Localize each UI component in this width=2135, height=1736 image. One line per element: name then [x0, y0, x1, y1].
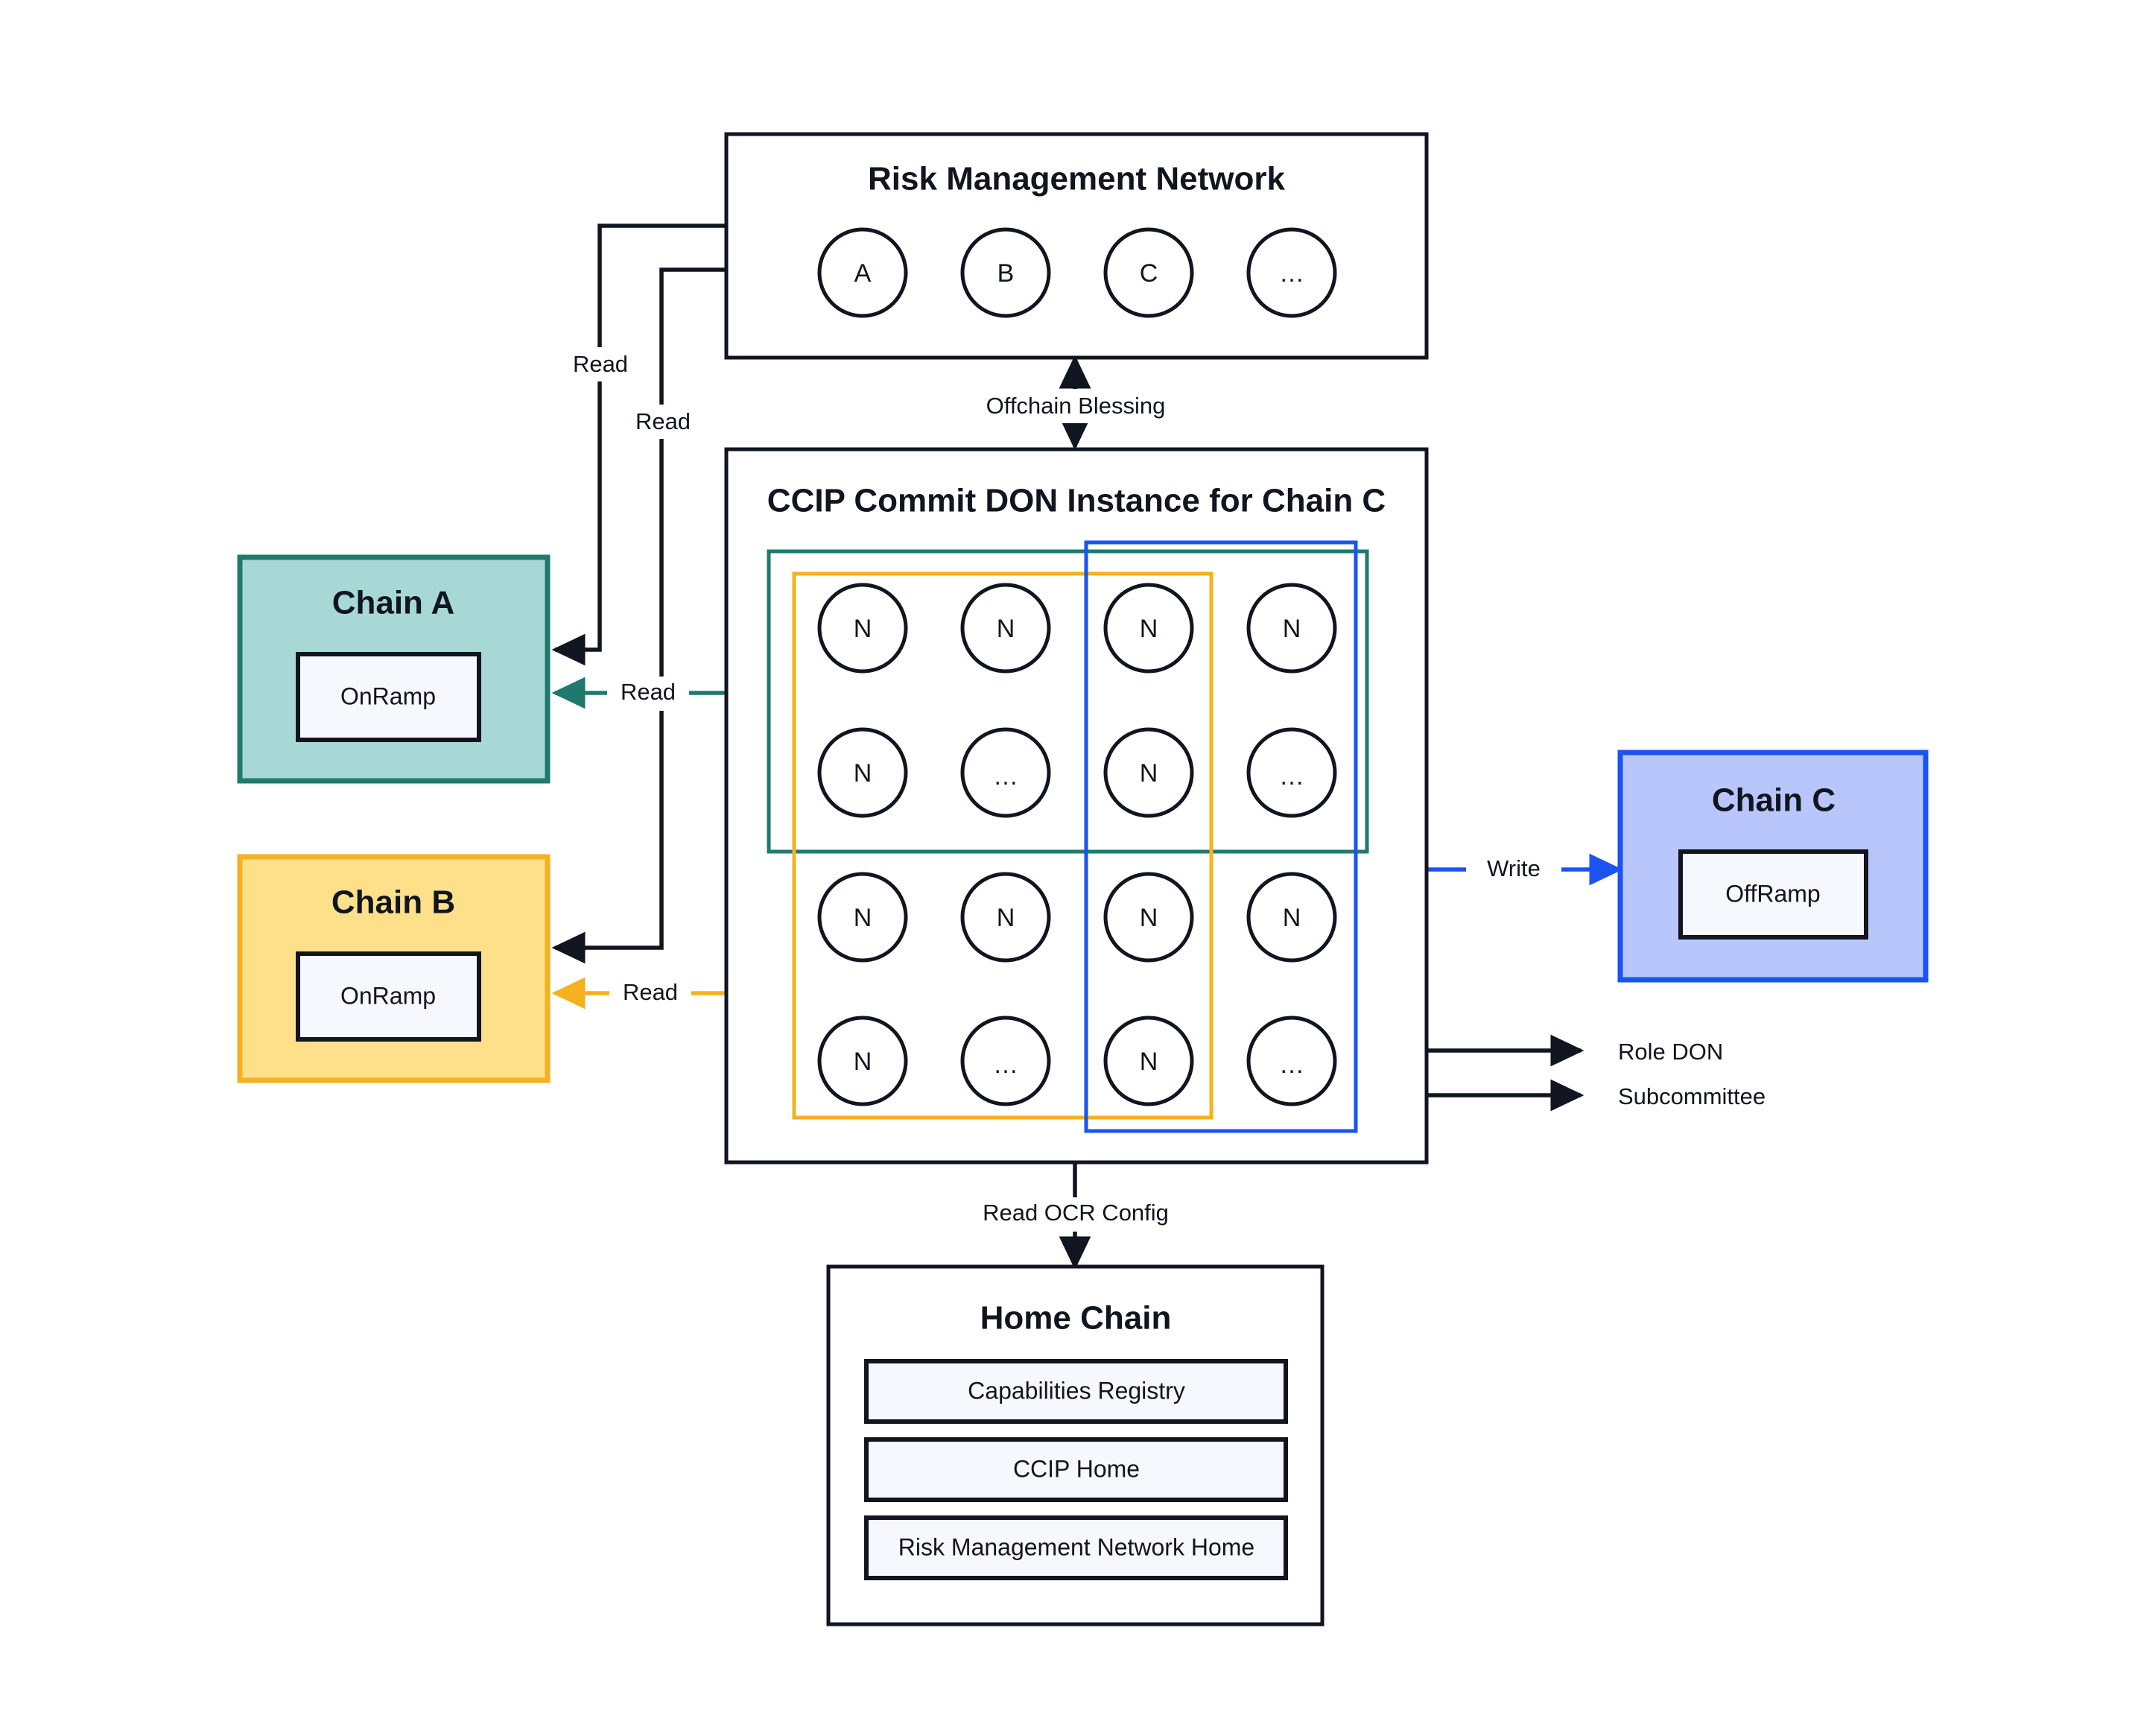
edge-label-rmn-read-a: Read — [573, 351, 628, 377]
don-node: … — [960, 1016, 1051, 1106]
don-node-label: … — [1279, 762, 1304, 791]
don-node-label: N — [1140, 615, 1158, 643]
home-chain-box[interactable]: Home Chain Capabilities Registry CCIP Ho… — [826, 1264, 1325, 1626]
group-rect-orange — [792, 571, 1214, 1120]
edge-label-don-read-b: Read — [623, 979, 678, 1005]
rmn-node-label: A — [854, 259, 872, 288]
don-node: N — [1103, 727, 1194, 818]
group-rect-blue — [1084, 540, 1358, 1133]
home-chain-contract-rmn-home[interactable]: Risk Management Network Home — [864, 1515, 1288, 1580]
don-node: N — [817, 872, 908, 963]
home-chain-contract-label: CCIP Home — [1013, 1455, 1140, 1482]
edge-label-subcommittee: Subcommittee — [1618, 1083, 1766, 1109]
don-node: N — [1103, 872, 1194, 963]
don-node-label: N — [1140, 904, 1158, 932]
don-node: N — [960, 872, 1051, 963]
chain-a-onramp-label: OnRamp — [340, 682, 436, 709]
don-node: N — [1246, 583, 1337, 674]
don-node-grid: N N N N N — [817, 583, 1337, 1106]
edge-rmn-to-chain-b: Read — [551, 267, 726, 964]
don-node-label: … — [993, 762, 1018, 791]
edge-label-don-write-c: Write — [1487, 855, 1541, 881]
don-node: N — [817, 583, 908, 674]
rmn-node-label: C — [1140, 259, 1158, 288]
don-node-label: N — [997, 615, 1015, 643]
don-node-label: … — [1279, 1051, 1304, 1079]
chain-a-onramp-box[interactable] — [296, 652, 481, 742]
home-chain-contract-capabilities-registry[interactable]: Capabilities Registry — [864, 1359, 1288, 1424]
risk-management-network-title: Risk Management Network — [868, 161, 1285, 197]
edge-label-rmn-read-b: Read — [635, 408, 691, 434]
chain-c-box[interactable]: Chain C OffRamp — [1617, 750, 1929, 983]
rmn-node-label: B — [997, 259, 1015, 288]
chain-b-onramp-label: OnRamp — [340, 982, 436, 1009]
home-chain-title: Home Chain — [980, 1300, 1172, 1337]
don-node-label: N — [854, 904, 872, 932]
don-node-label: N — [1283, 615, 1301, 643]
chain-b-onramp-box[interactable] — [296, 951, 481, 1042]
home-chain-contract-ccip-home[interactable]: CCIP Home — [864, 1437, 1288, 1502]
don-node: N — [1246, 872, 1337, 963]
don-node: N — [817, 1016, 908, 1106]
don-node-label: N — [1140, 759, 1158, 788]
rmn-node-a: A — [817, 227, 908, 318]
don-node: … — [1246, 727, 1337, 818]
edge-label-don-read-a: Read — [621, 679, 676, 705]
edge-label-offchain-blessing: Offchain Blessing — [986, 393, 1166, 419]
risk-management-network-box[interactable]: Risk Management Network A B C … — [724, 132, 1429, 360]
don-node-label: N — [854, 1048, 872, 1076]
edge-rmn-to-chain-a: Read — [551, 224, 726, 666]
edge-label-backing — [972, 389, 1179, 423]
chain-b-title: Chain B — [331, 884, 455, 921]
edge-label-backing — [623, 405, 705, 439]
group-rect-teal — [767, 549, 1369, 854]
rmn-node-b: B — [960, 227, 1051, 318]
don-node-label: N — [997, 904, 1015, 932]
don-node-label: … — [993, 1051, 1018, 1079]
don-node: N — [1103, 1016, 1194, 1106]
rmn-node-label: … — [1279, 259, 1304, 288]
rmn-node-c: C — [1103, 227, 1194, 318]
chain-b-box[interactable]: Chain B OnRamp — [237, 854, 551, 1083]
edge-label-backing — [607, 677, 689, 711]
edge-label-read-ocr-config: Read OCR Config — [983, 1200, 1169, 1226]
edge-read-ocr-config: Read OCR Config — [976, 1162, 1176, 1270]
chain-a-box[interactable]: Chain A OnRamp — [237, 554, 551, 784]
commit-don-box[interactable]: CCIP Commit DON Instance for Chain C N N — [724, 447, 1429, 1165]
chain-a-title: Chain A — [332, 585, 455, 621]
don-node: N — [817, 727, 908, 818]
home-chain-contract-label: Risk Management Network Home — [898, 1533, 1254, 1560]
edge-label-role-don: Role DON — [1618, 1039, 1723, 1065]
don-node: … — [960, 727, 1051, 818]
don-node: N — [1103, 583, 1194, 674]
edge-don-read-chain-a: Read — [551, 677, 769, 711]
don-node-label: N — [1283, 904, 1301, 932]
edge-label-backing — [609, 977, 691, 1011]
rmn-node-ellipsis: … — [1246, 227, 1337, 318]
edge-label-backing — [1466, 853, 1561, 887]
home-chain-contract-label: Capabilities Registry — [968, 1377, 1185, 1404]
edge-label-backing — [560, 347, 642, 381]
edge-offchain-blessing: Offchain Blessing — [972, 355, 1179, 451]
don-node-label: N — [1140, 1048, 1158, 1076]
don-node: N — [960, 583, 1051, 674]
don-node: … — [1246, 1016, 1337, 1106]
chain-c-title: Chain C — [1712, 782, 1836, 819]
don-node-label: N — [854, 615, 872, 643]
edge-label-backing — [976, 1197, 1176, 1232]
don-node-label: N — [854, 759, 872, 788]
commit-don-title: CCIP Commit DON Instance for Chain C — [767, 483, 1386, 519]
chain-c-offramp-box[interactable] — [1678, 849, 1868, 940]
chain-c-offramp-label: OffRamp — [1725, 880, 1820, 907]
edge-role-don: Role DON — [1404, 1034, 1723, 1067]
